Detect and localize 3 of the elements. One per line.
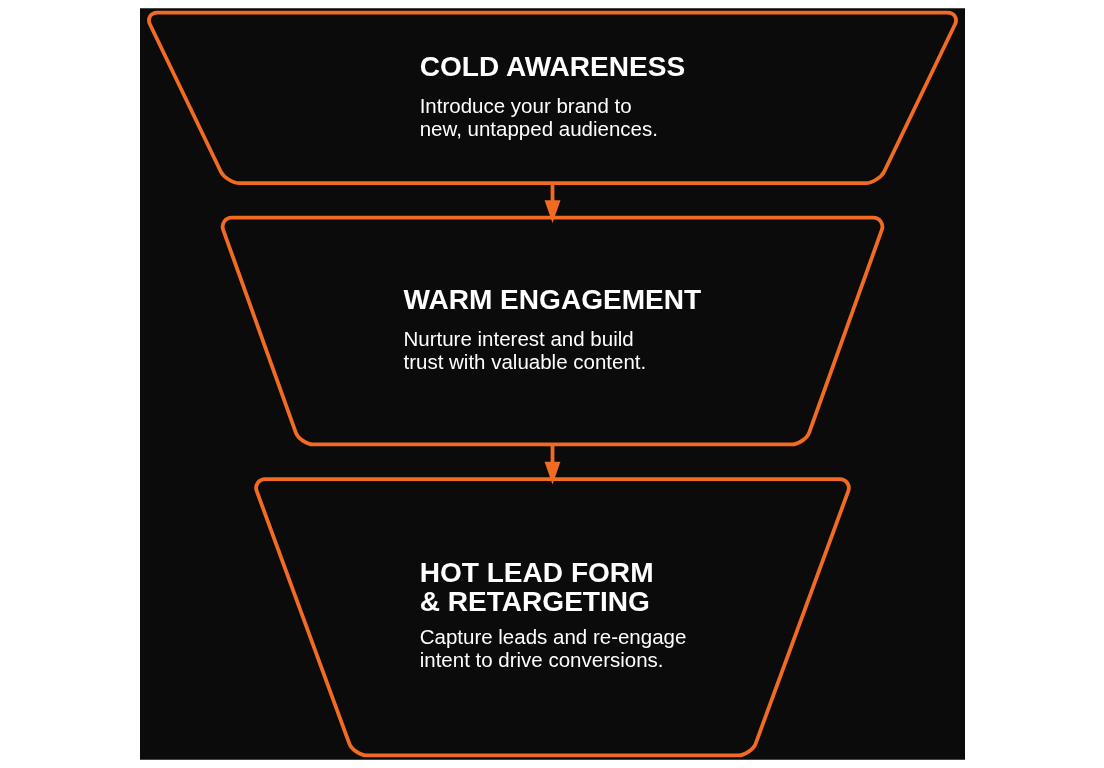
node-box: COLD AWARENESS Introduce your brand to new, untapped audiences. xyxy=(146,10,958,186)
arrow xyxy=(544,444,560,485)
arrow xyxy=(544,183,560,224)
